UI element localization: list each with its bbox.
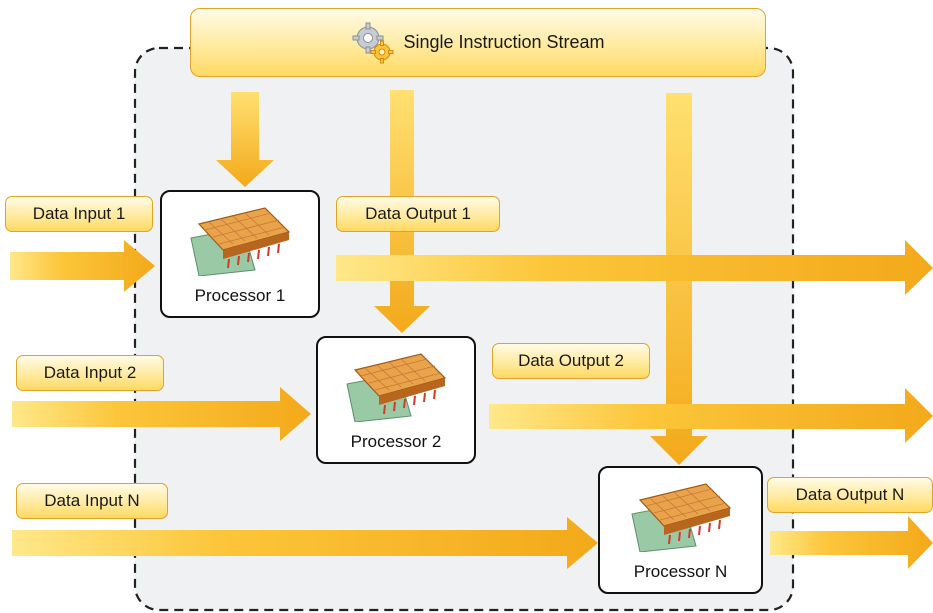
output-arrow-n xyxy=(770,516,933,569)
output-label-n-text: Data Output N xyxy=(795,485,905,504)
processor-chip-icon xyxy=(346,353,447,422)
input-label-1-text: Data Input 1 xyxy=(32,204,126,223)
processor-chip-icon xyxy=(190,207,291,276)
processor-1: Processor 1 xyxy=(160,190,320,318)
instruction-arrow-1 xyxy=(216,92,274,187)
processor-chip-icon xyxy=(630,483,731,552)
processor-1-label: Processor 1 xyxy=(194,286,286,305)
instruction-stream-bar: Single Instruction Stream xyxy=(190,8,766,77)
output-arrow-1 xyxy=(336,240,933,295)
input-arrow-2 xyxy=(12,387,311,441)
gears-icon xyxy=(351,21,395,65)
input-label-2-text: Data Input 2 xyxy=(43,363,137,382)
output-label-2-text: Data Output 2 xyxy=(518,351,624,370)
input-arrow-1 xyxy=(10,240,155,292)
processor-n-label: Processor N xyxy=(633,562,728,581)
processor-2-label: Processor 2 xyxy=(350,432,442,451)
processor-2: Processor 2 xyxy=(316,336,476,464)
input-label-2: Data Input 2 xyxy=(16,355,164,391)
input-arrow-n xyxy=(12,517,598,569)
output-label-2: Data Output 2 xyxy=(492,343,650,379)
processor-n: Processor N xyxy=(598,466,763,594)
instruction-stream-label: Single Instruction Stream xyxy=(403,32,605,52)
input-label-n: Data Input N xyxy=(16,483,168,519)
output-label-n: Data Output N xyxy=(767,477,933,513)
output-arrow-2 xyxy=(489,388,933,443)
output-label-1-text: Data Output 1 xyxy=(365,204,471,223)
input-label-n-text: Data Input N xyxy=(44,491,140,510)
input-label-1: Data Input 1 xyxy=(5,196,153,232)
output-label-1: Data Output 1 xyxy=(336,196,500,232)
